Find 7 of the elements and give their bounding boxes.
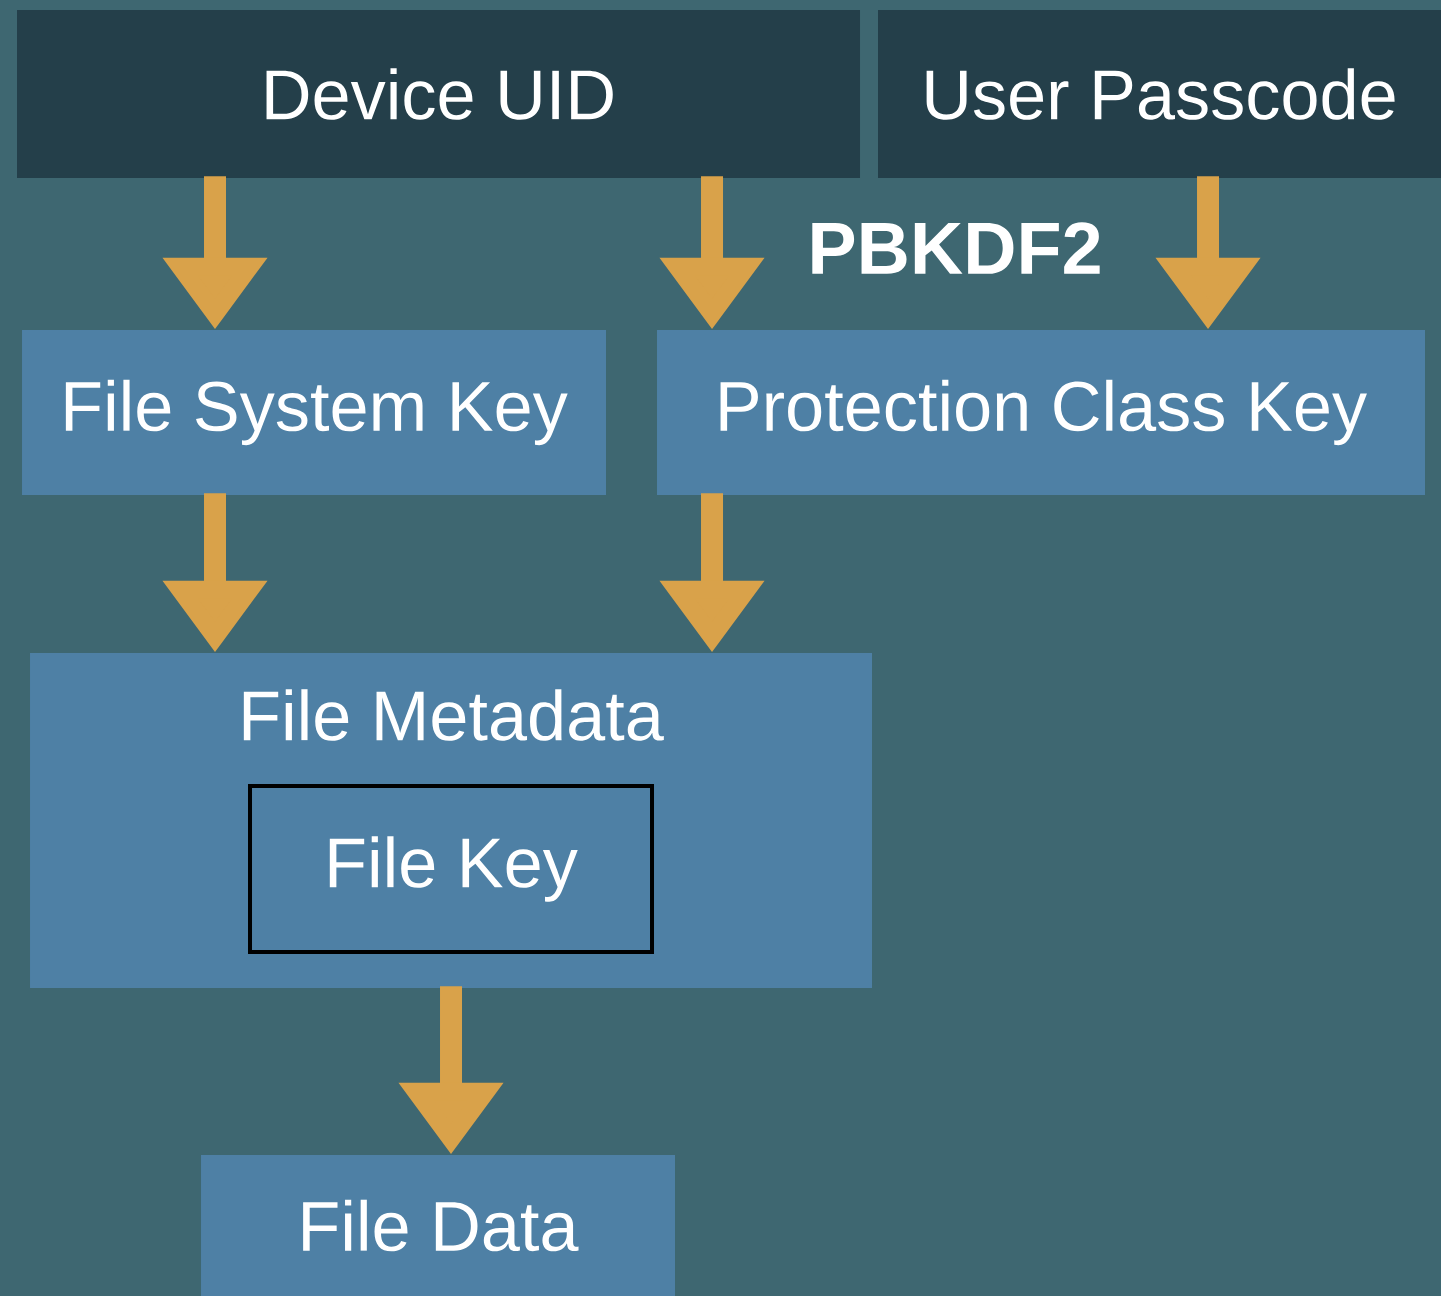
- key-box: Protection Class Key: [657, 330, 1425, 495]
- method-label: PBKDF2: [812, 222, 1100, 274]
- source-box: Device UID: [17, 10, 860, 178]
- file-key-box: File Key: [248, 784, 654, 954]
- key-box: File System Key: [22, 330, 606, 495]
- key-box: File Data: [201, 1155, 675, 1296]
- source-box: User Passcode: [878, 10, 1441, 178]
